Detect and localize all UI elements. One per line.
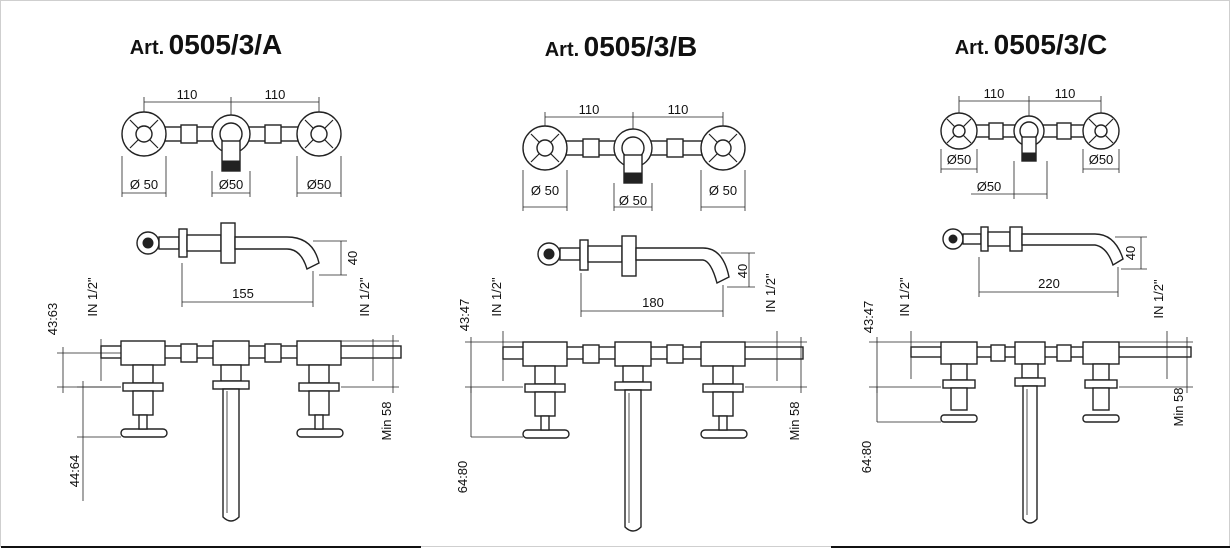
dim-spout-height: 40 [1123,246,1138,260]
right-body [700,341,746,367]
spout-side-view: 155 40 [136,222,360,307]
panel-title: Art. 0505/3/A [1,29,411,61]
dim-range-top: 43:47 [861,301,876,334]
panel-title: Art. 0505/3/C [831,29,1230,61]
dim-spout-length: 180 [642,295,664,310]
dim-inlet-left: IN 1/2" [489,277,504,317]
dim-min: Min 58 [1171,387,1186,426]
dim-diameter-center: Ø 50 [619,193,647,208]
dim-spout-length: 220 [1038,276,1060,291]
side-dimensions: 43:47 64:80 IN 1/2" IN 1/2" Min 58 [859,277,1193,473]
dim-diameter-right: Ø50 [1089,152,1114,167]
left-body [120,340,166,366]
dim-top-right: 110 [668,102,689,117]
left-body [522,341,568,367]
right-body [1082,341,1120,365]
diameter-dimensions: Ø 50 Ø 50 Ø 50 [522,170,746,211]
dim-diameter-right: Ø50 [307,177,332,192]
dim-range-top: 43:47 [457,299,472,332]
top-view [522,125,746,184]
dim-top-right: 110 [1055,86,1076,101]
front-view [502,341,804,532]
dim-inlet-left: IN 1/2" [897,277,912,317]
diameter-dimensions: Ø 50 Ø50 Ø50 [121,156,342,197]
side-dimensions: 43:47 64:80 IN 1/2" IN 1/2" Min 58 [455,273,807,493]
dim-spout-height: 40 [735,264,750,278]
dim-diameter-left: Ø50 [947,152,972,167]
front-view [100,340,402,522]
dim-range-bottom: 64:80 [455,461,470,494]
spout-side-view: 180 40 [537,235,755,317]
dim-range-bottom: 64:80 [859,441,874,474]
panel-c: Art. 0505/3/C 110 110 [831,1,1230,548]
right-body [296,340,342,366]
title-prefix: Art. [544,39,580,61]
dim-diameter-left: Ø 50 [531,183,559,198]
dim-diameter-right: Ø 50 [709,183,737,198]
dim-inlet-right: IN 1/2" [763,273,778,313]
panel-a: Art. 0505/3/A 110 110 [1,1,421,548]
left-body [940,341,978,365]
center-body [614,341,652,367]
dim-top-left: 110 [177,87,198,102]
title-prefix: Art. [954,37,990,59]
dim-range-top: 43:63 [45,303,60,336]
title-code: 0505/3/B [583,31,698,62]
center-body [212,340,250,366]
dim-diameter-center: Ø50 [977,179,1002,194]
dim-diameter-center: Ø50 [219,177,244,192]
title-code: 0505/3/C [993,29,1108,60]
top-view [940,112,1120,162]
technical-drawing-b: 110 110 [455,102,807,532]
title-code: 0505/3/A [168,29,283,60]
dim-min: Min 58 [379,401,394,440]
panel-title: Art. 0505/3/B [421,31,821,63]
dim-diameter-left: Ø 50 [130,177,158,192]
dim-top-left: 110 [579,102,600,117]
technical-drawing-a: 110 110 [45,87,402,522]
diameter-dimensions: Ø50 Ø50 Ø50 [940,149,1120,199]
dim-inlet-left: IN 1/2" [85,277,100,317]
dim-range-bottom: 44:64 [67,455,82,488]
dim-min: Min 58 [787,401,802,440]
top-dimensions: 110 110 [143,87,320,121]
spout-side-view: 220 40 [942,226,1147,297]
technical-drawing-c: 110 110 [859,86,1193,524]
dim-top-left: 110 [984,86,1005,101]
dim-inlet-right: IN 1/2" [1151,279,1166,319]
dim-spout-length: 155 [232,286,254,301]
top-dimensions: 110 110 [958,86,1102,119]
dim-spout-height: 40 [345,251,360,265]
center-body [1014,341,1046,365]
dim-top-right: 110 [265,87,286,102]
title-prefix: Art. [129,37,165,59]
panel-b: Art. 0505/3/B 110 110 [421,1,821,548]
front-view [910,341,1192,524]
top-view [121,111,342,172]
side-dimensions: 43:63 44:64 IN 1/2" IN 1/2" Min 58 [45,277,399,501]
dim-inlet-right: IN 1/2" [357,277,372,317]
